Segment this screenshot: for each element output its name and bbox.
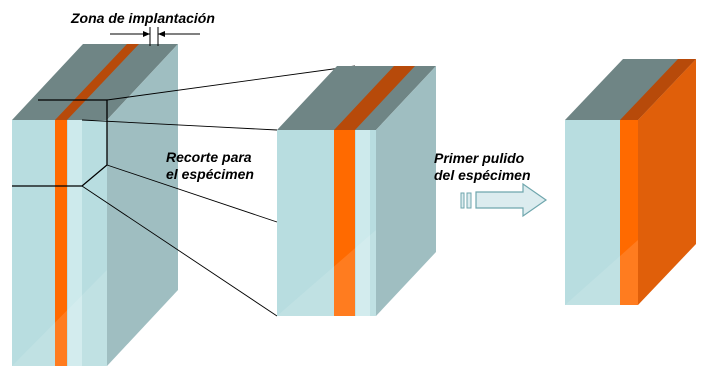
polish-label-line1: Primer pulido	[434, 150, 525, 166]
specimen-front-highlight	[356, 130, 370, 316]
specimen-implant-stripe	[334, 130, 355, 316]
large-block-top-implant-stripe	[55, 44, 139, 120]
implant-zone-dimension	[110, 27, 200, 46]
polish-label-line2: del espécimen	[434, 167, 531, 183]
implant-zone-label: Zona de implantación	[70, 10, 215, 26]
projection-line-1	[106, 65, 356, 101]
polished-side-face	[638, 59, 696, 305]
cut-label-line2: el espécimen	[166, 166, 254, 182]
specimen-top-implant-stripe	[334, 66, 415, 130]
large-block-reflection	[12, 270, 107, 366]
specimen-side-face	[376, 66, 436, 316]
arrow-body	[475, 182, 548, 218]
cut-specimen-block	[277, 66, 436, 316]
projection-line-2	[81, 119, 278, 131]
cut-label-line1: Recorte para	[166, 149, 252, 165]
large-block-front-highlight	[68, 120, 82, 366]
large-sample-block	[12, 44, 178, 366]
large-block-side-face	[107, 44, 178, 366]
arrow-dash-2	[466, 192, 472, 209]
process-arrow	[460, 182, 548, 218]
polished-reflection	[565, 240, 638, 305]
dimension-arrowhead-right	[158, 31, 165, 37]
projection-line-3	[106, 164, 278, 223]
polished-top-face	[565, 59, 696, 120]
specimen-reflection	[277, 230, 376, 316]
arrow-dash-1	[460, 192, 465, 209]
projection-lines	[81, 65, 356, 317]
projection-line-4	[81, 185, 278, 317]
large-block-implant-stripe	[55, 120, 67, 366]
polished-implant-stripe	[620, 120, 638, 305]
dimension-arrowhead-left	[143, 31, 150, 37]
polished-top-implant-stripe	[620, 59, 696, 120]
polished-specimen-block	[565, 59, 696, 305]
